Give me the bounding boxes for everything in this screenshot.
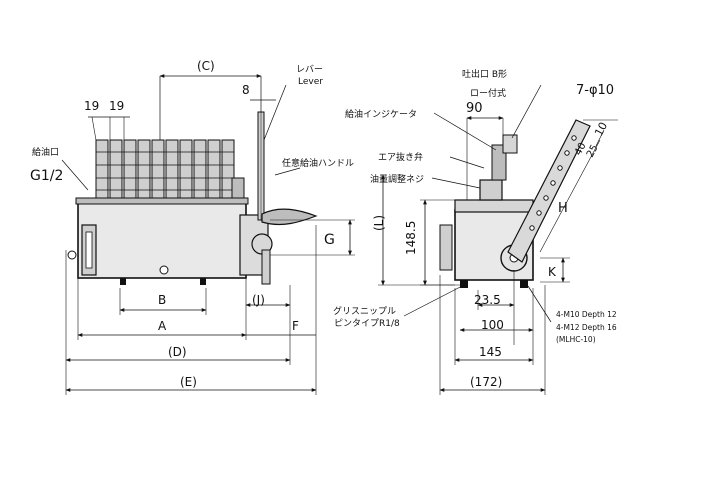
dim-c: (C) — [197, 59, 215, 73]
outlet-icon — [502, 134, 518, 154]
indicator-icon — [491, 144, 507, 181]
dim-k: K — [548, 265, 557, 279]
label-adjust-screw: 油量調整ネジ — [370, 173, 424, 185]
dim-pitch-b: 19 — [109, 99, 124, 113]
label-lever-jp: レバー — [296, 64, 323, 75]
dim-25: 25 — [585, 143, 601, 159]
dim-23-5: 23.5 — [474, 293, 501, 307]
dim-145: 145 — [479, 345, 502, 359]
dim-g: G — [324, 232, 335, 248]
cylinder-bank — [95, 139, 235, 199]
dim-10: 10 — [592, 120, 610, 138]
adjust-screw-icon — [479, 179, 503, 201]
manual-handle-icon — [261, 208, 318, 226]
label-ring-type: ロー付式 — [470, 87, 506, 99]
dim-40: 40 — [573, 141, 589, 157]
dim-a: A — [158, 319, 167, 333]
label-lever-en: Lever — [298, 77, 323, 87]
dim-j: (J) — [252, 293, 265, 307]
dim-100: 100 — [481, 318, 504, 332]
dim-f: F — [292, 319, 299, 333]
label-manual-handle: 任意給油ハンドル — [282, 157, 354, 169]
dim-h: H — [558, 201, 568, 216]
angled-lever-icon — [507, 119, 591, 263]
dim-90: 90 — [466, 101, 483, 116]
dim-l: (L) — [372, 215, 386, 231]
label-bolt-3: (MLHC-10) — [556, 335, 596, 344]
top-plate — [75, 197, 249, 205]
label-bolt-1: 4-M10 Depth 12 — [556, 310, 617, 319]
label-air-vent: エア抜き弁 — [378, 151, 423, 163]
label-grease-nipple-1: グリスニップル — [333, 305, 396, 317]
dim-e: (E) — [180, 375, 197, 389]
dim-d: (D) — [168, 345, 187, 359]
label-grease-nipple-2: ピンタイプR1/8 — [334, 318, 400, 329]
lever-holes — [529, 135, 577, 231]
adjust-knob — [231, 177, 245, 199]
label-inlet-jp: 給油口 — [32, 146, 59, 158]
dim-8: 8 — [242, 83, 250, 97]
label-indicator: 給油インジケータ — [345, 108, 417, 120]
label-outlet-type: 吐出口 B形 — [462, 68, 507, 80]
side-view — [378, 84, 618, 395]
label-holes: 7-φ10 — [576, 83, 614, 98]
drain-plug-icon — [159, 265, 169, 275]
annotations: (C) 8 19 19 レバー Lever 給油口 G1/2 任意給油ハンドル … — [30, 59, 617, 389]
dim-b: B — [158, 293, 166, 307]
dim-172: (172) — [470, 375, 502, 389]
label-bolt-2: 4-M12 Depth 16 — [556, 323, 617, 332]
label-inlet-size: G1/2 — [30, 168, 63, 184]
dim-pitch-a: 19 — [84, 99, 99, 113]
dim-148-5: 148.5 — [404, 221, 418, 255]
pump-body — [77, 202, 247, 279]
front-view — [61, 74, 355, 395]
